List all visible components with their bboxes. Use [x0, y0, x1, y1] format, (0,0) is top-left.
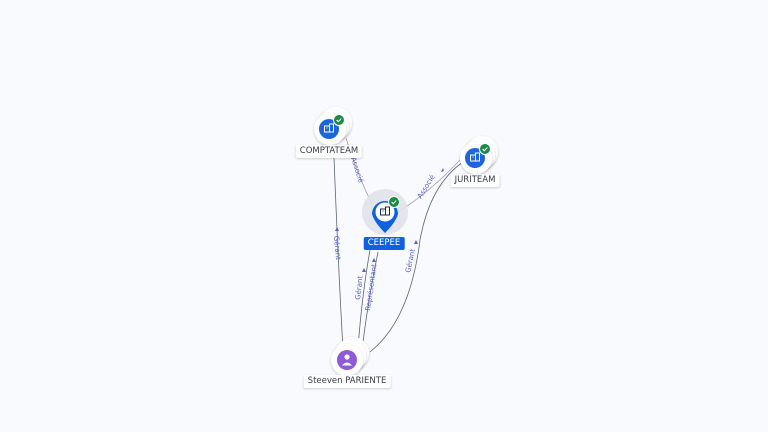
edge-label-associe-comptateam: Associé: [349, 156, 365, 184]
edge-label-gerant-comptateam: Gérant: [332, 235, 342, 260]
node-label-comptateam[interactable]: COMPTATEAM: [295, 145, 363, 158]
edge-arrow: [335, 227, 339, 231]
node-person-steeven-pariente[interactable]: [331, 337, 369, 376]
edge-arrow: [362, 268, 366, 272]
node-label-ceepee[interactable]: CEEPEE: [363, 237, 405, 250]
person-icon: [342, 354, 352, 366]
building-icon: [380, 206, 390, 216]
building-icon: [470, 152, 480, 162]
node-label-steeven-pariente[interactable]: Steeven PARIENTE: [303, 375, 391, 388]
node-comptateam[interactable]: [314, 107, 352, 145]
edge-label-gerant-ceepee: Gérant: [354, 275, 364, 300]
node-juriteam[interactable]: [460, 136, 498, 174]
edge-arrow: [372, 258, 376, 262]
node-label-juriteam[interactable]: JURITEAM: [450, 174, 500, 187]
verified-check-icon: [388, 196, 400, 208]
edge-person-comptateam: [333, 157, 344, 351]
edge-arrow: [441, 168, 444, 172]
edge-person-juriteam: [369, 161, 464, 353]
node-ceepee[interactable]: [362, 189, 408, 235]
edge-person-ceepee-representant: [361, 251, 379, 351]
building-icon: [324, 123, 334, 133]
verified-check-icon: [479, 143, 491, 155]
edge-arrow: [414, 240, 418, 244]
edge-person-ceepee-gerant: [357, 249, 371, 349]
edge-label-associe-juriteam: Associé: [416, 173, 437, 200]
verified-check-icon: [333, 114, 345, 126]
